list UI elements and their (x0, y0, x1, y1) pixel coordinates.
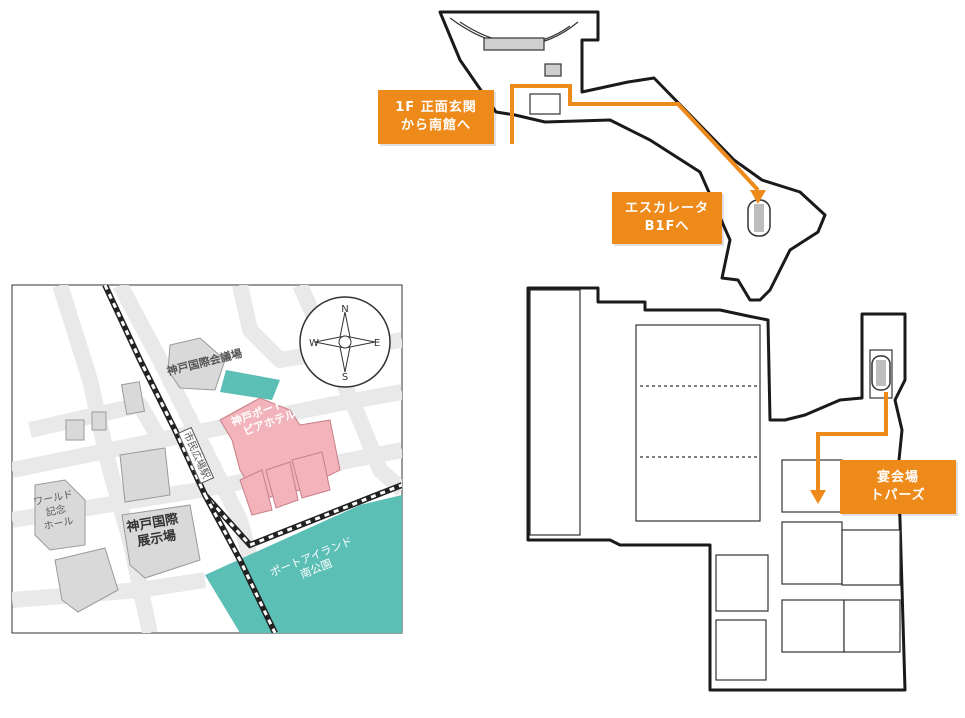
compass-north: N (341, 304, 348, 315)
floor-rooms (529, 289, 901, 681)
route-arrow-head-banquet (810, 490, 826, 504)
compass-west: W (309, 338, 319, 349)
rotunda-seating (449, 17, 579, 115)
escalator-icon (871, 355, 891, 391)
compass-icon (299, 296, 391, 388)
callout-banquet: 宴会場 トパーズ (840, 460, 956, 514)
buildings (34, 337, 226, 613)
callout-entrance: 1F 正面玄関 から南館へ (378, 90, 494, 144)
compass-south: S (342, 372, 348, 383)
route-arrow-head-escalator (750, 190, 766, 204)
escalator-icon (747, 199, 771, 237)
hotel-building (219, 397, 341, 516)
callout-escalator: エスカレータ B1Fへ (612, 192, 722, 244)
route-arrow-icon (510, 84, 888, 492)
compass-east: E (374, 338, 380, 349)
conference-wing (220, 370, 280, 400)
park-area (205, 495, 402, 633)
